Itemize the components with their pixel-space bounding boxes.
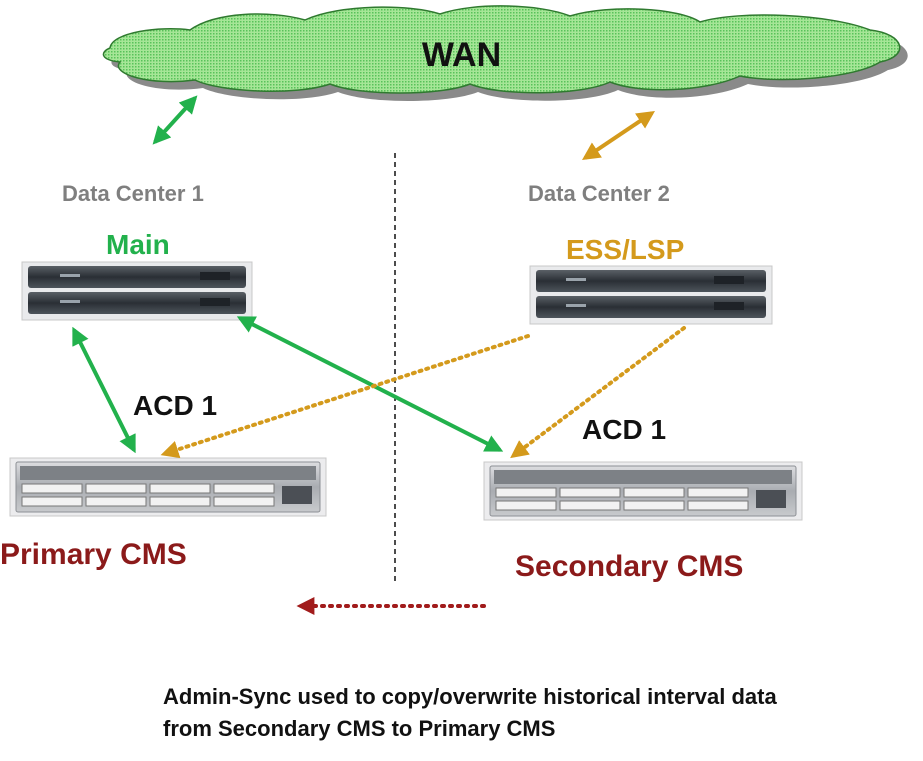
ess-lsp-server-icon (529, 265, 773, 325)
secondary-cms-server-icon (483, 461, 803, 521)
wan-link-dc1 (152, 95, 198, 145)
link-main-to-primary-cms (72, 326, 136, 454)
wan-label: WAN (421, 36, 502, 74)
ess-lsp-node-label: ESS/LSP (566, 234, 685, 265)
data-center-1-title: Data Center 1 (62, 181, 204, 206)
admin-sync-note: Admin-Sync used to copy/overwrite histor… (163, 684, 777, 741)
main-server-icon (21, 261, 253, 321)
link-main-to-secondary-cms (236, 316, 504, 452)
primary-cms-server-icon (9, 457, 327, 517)
secondary-cms-label: Secondary CMS (515, 550, 744, 583)
acd-label-secondary: ACD 1 (582, 414, 667, 445)
link-ess-to-secondary-cms (510, 326, 686, 459)
primary-cms-label: Primary CMS (0, 538, 187, 571)
wan-link-dc2 (582, 110, 655, 161)
wan-cloud-icon (102, 5, 908, 101)
link-ess-to-primary-cms (160, 334, 530, 459)
main-node-label: Main (106, 229, 170, 260)
acd-label-primary: ACD 1 (133, 390, 218, 421)
data-center-2-title: Data Center 2 (528, 181, 670, 206)
